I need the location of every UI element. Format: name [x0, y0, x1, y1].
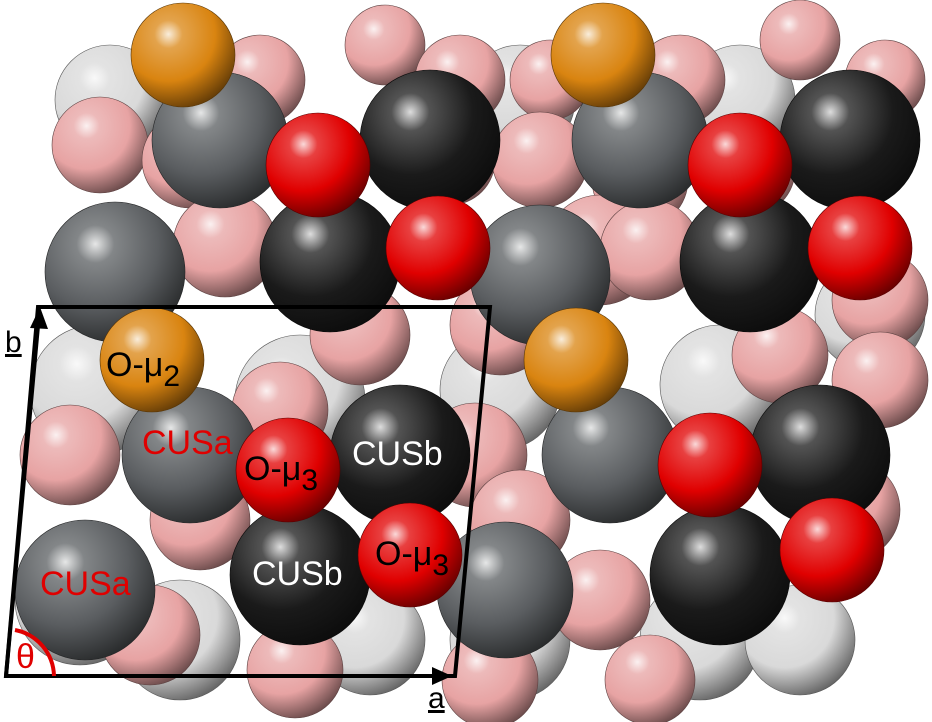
- orange-atom: [550, 2, 656, 108]
- black-atom: [649, 504, 791, 646]
- label-o-mu2: O-μ2: [106, 346, 180, 393]
- pink-atom: [344, 4, 426, 86]
- red-atom: [687, 112, 793, 218]
- label-cusa-top: CUSa: [142, 424, 233, 462]
- red-atom: [807, 195, 913, 301]
- pink-atom: [51, 96, 149, 194]
- red-atom: [357, 502, 463, 608]
- theta-arc: [14, 628, 56, 677]
- black-atom: [779, 69, 921, 211]
- red-atom: [265, 112, 371, 218]
- labels-layer: O-μ2 CUSa O-μ3 CUSb CUSa CUSb O-μ3 a b θ: [5, 326, 449, 715]
- label-theta: θ: [16, 638, 35, 676]
- red-atom: [385, 195, 491, 301]
- label-o-mu3-bottom: O-μ3: [375, 535, 449, 582]
- orange-atom: [130, 2, 236, 108]
- label-axis-a: a: [428, 682, 445, 715]
- label-cusb-bottom: CUSb: [252, 555, 343, 593]
- black-atom: [359, 69, 501, 211]
- a-axis-arrowhead: [432, 667, 452, 685]
- label-axis-b: b: [5, 326, 22, 359]
- pink-atom: [172, 192, 278, 298]
- atoms-layer: [14, 0, 929, 722]
- label-cusa-bottom: CUSa: [40, 565, 131, 603]
- b-axis-arrowhead: [30, 307, 48, 329]
- red-atom: [235, 417, 341, 523]
- orange-atom: [523, 307, 629, 413]
- unit-cell: [3, 305, 493, 685]
- red-atom: [657, 412, 763, 518]
- pink-atom: [604, 634, 696, 722]
- b-axis-arrow: [4, 325, 40, 677]
- pink-atom: [759, 0, 841, 81]
- label-cusb-top: CUSb: [352, 435, 443, 473]
- label-o-mu3-top: O-μ3: [244, 450, 318, 497]
- pink-atom: [19, 404, 121, 506]
- red-atom: [779, 497, 885, 603]
